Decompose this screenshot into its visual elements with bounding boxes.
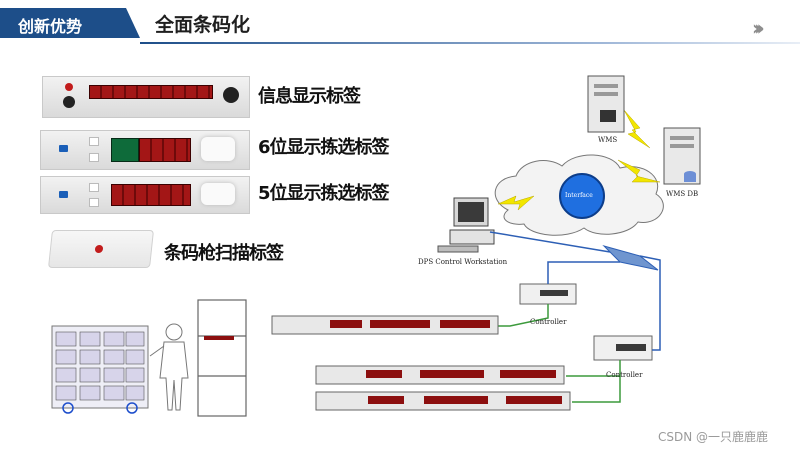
controller-label-2: Controller <box>606 371 643 379</box>
lightning-bolt <box>617 159 661 183</box>
pick-light-strip-2 <box>315 365 565 385</box>
storage-rack-illustration <box>51 325 149 414</box>
blue-button <box>59 145 68 152</box>
title-underline <box>140 42 800 44</box>
small-key <box>89 137 99 146</box>
wms-db-label: WMS DB <box>666 190 699 198</box>
led-display <box>139 138 191 162</box>
section-tag-label: 创新优势 <box>18 17 83 36</box>
small-key <box>89 183 99 192</box>
network-switch-icon <box>602 245 659 271</box>
device-label-info-display: 信息显示标签 <box>258 86 361 107</box>
led-display <box>89 85 213 99</box>
header: 创新优势 全面条码化 ››› <box>0 0 800 50</box>
pick-light-strip-1 <box>271 315 499 335</box>
workstation-icon <box>437 197 495 253</box>
section-tag: 创新优势 <box>0 8 140 38</box>
interface-label: Interface <box>565 192 593 199</box>
lightning-bolt <box>497 195 535 211</box>
green-led-digits <box>111 138 139 162</box>
info-display-tag-device <box>42 76 250 118</box>
wms-server-icon <box>587 75 625 133</box>
cable-green <box>572 376 621 403</box>
red-indicator <box>65 83 73 91</box>
small-key <box>89 198 99 207</box>
device-label-barcode-scan: 条码枪扫描标签 <box>164 243 284 264</box>
lightning-bolt <box>623 109 651 149</box>
black-button <box>63 96 75 108</box>
led-display <box>111 184 191 206</box>
cable-green <box>498 304 549 327</box>
shelf-frame <box>197 299 247 417</box>
page-title: 全面条码化 <box>155 14 251 36</box>
six-digit-pick-tag-device <box>40 130 250 170</box>
blue-button <box>59 191 68 198</box>
pick-light-strip-3 <box>315 391 571 411</box>
wms-label: WMS <box>598 136 618 144</box>
controller-unit-2 <box>593 335 653 361</box>
controller-unit-1 <box>519 283 577 305</box>
watermark: CSDN @一只鹿鹿鹿 <box>658 430 769 444</box>
interface-globe <box>559 173 605 219</box>
device-label-five-digit: 5位显示拣选标签 <box>258 183 390 204</box>
operator-figure <box>149 323 189 411</box>
wms-db-server-icon <box>663 127 701 185</box>
cable-blue <box>639 255 661 351</box>
controller-label-1: Controller <box>530 318 567 326</box>
cable-blue <box>547 261 620 284</box>
dps-workstation-label: DPS Control Workstation <box>418 258 508 266</box>
confirm-pad <box>201 183 235 205</box>
cable-blue <box>489 231 611 253</box>
five-digit-pick-tag-device <box>40 176 250 214</box>
confirm-pad <box>201 137 235 161</box>
small-key <box>89 153 99 162</box>
round-knob <box>223 87 239 103</box>
device-label-six-digit: 6位显示拣选标签 <box>258 137 390 158</box>
